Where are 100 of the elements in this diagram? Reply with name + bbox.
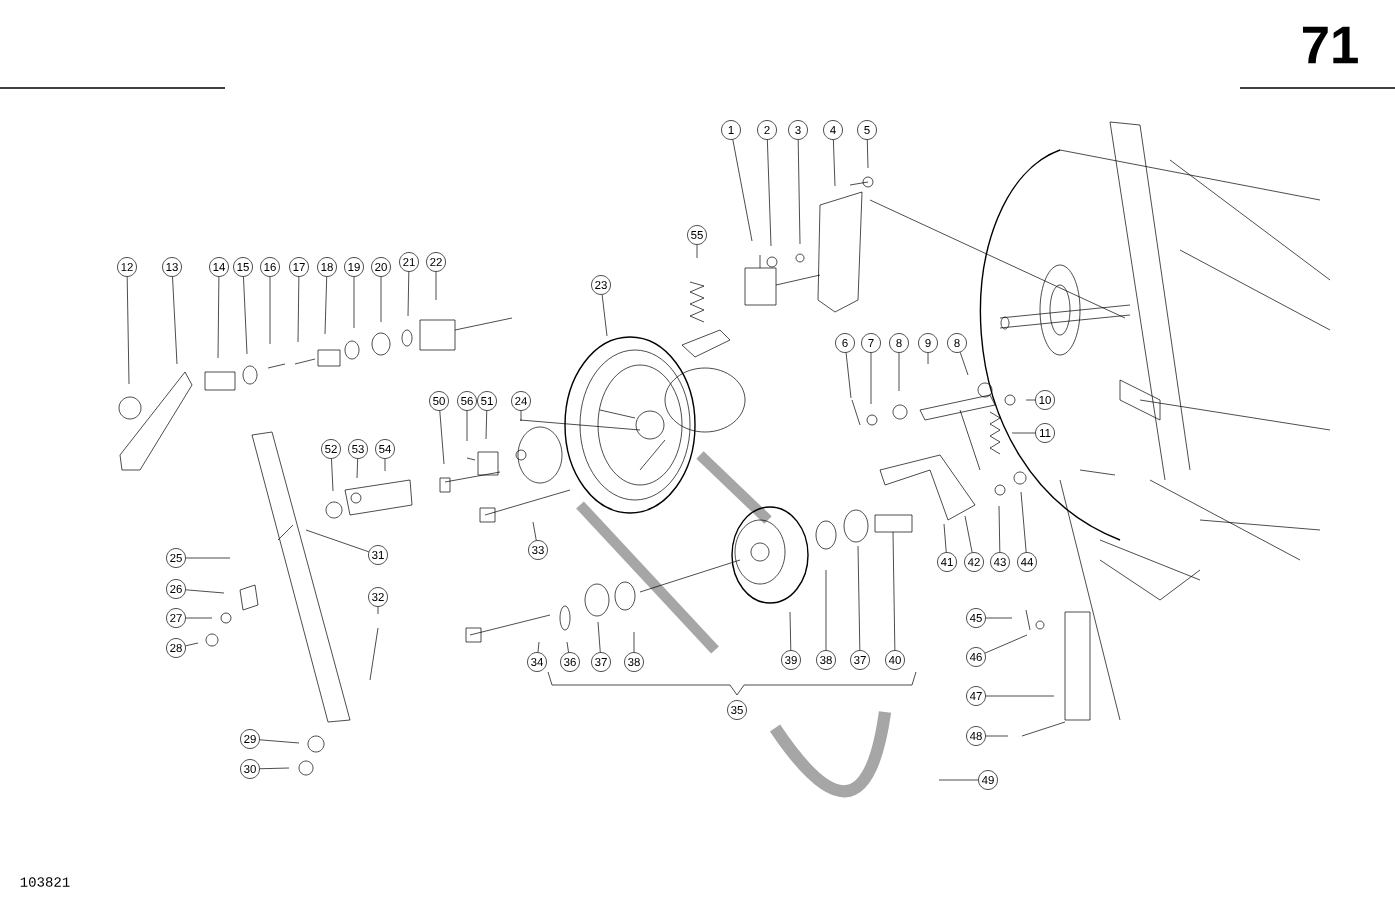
leader-line (185, 642, 199, 647)
leader-line (696, 244, 698, 259)
callout-number: 18 (317, 257, 337, 277)
callout-number: 29 (240, 729, 260, 749)
leader-line (243, 276, 248, 355)
callout-number: 33 (528, 540, 548, 560)
callout-number: 21 (399, 252, 419, 272)
callout-number: 43 (990, 552, 1010, 572)
callout-number: 34 (527, 652, 547, 672)
callout-number: 49 (978, 770, 998, 790)
callout-number: 50 (429, 391, 449, 411)
leader-line (537, 641, 540, 653)
leader-line (259, 739, 300, 744)
callout-number: 37 (850, 650, 870, 670)
callout-number: 39 (781, 650, 801, 670)
callout-number: 38 (816, 650, 836, 670)
callout-number: 41 (937, 552, 957, 572)
callout-number: 26 (166, 579, 186, 599)
callout-number: 23 (591, 275, 611, 295)
callout-number: 56 (457, 391, 477, 411)
callout-number: 51 (477, 391, 497, 411)
callout-number: 25 (166, 548, 186, 568)
leader-line (1011, 432, 1036, 434)
callout-number: 11 (1035, 423, 1055, 443)
leader-line (217, 276, 220, 359)
callout-number: 19 (344, 257, 364, 277)
callout-number: 22 (426, 252, 446, 272)
leader-line (466, 410, 468, 442)
leader-line (126, 276, 130, 385)
leader-line (943, 523, 947, 553)
callout-number: 9 (918, 333, 938, 353)
leader-line (439, 410, 445, 465)
callout-number: 44 (1017, 552, 1037, 572)
callout-number: 38 (624, 652, 644, 672)
callout-number: 31 (368, 545, 388, 565)
callout-number: 8 (889, 333, 909, 353)
drawing-number: 103821 (20, 877, 70, 887)
leader-line (833, 139, 836, 187)
leader-line (259, 767, 290, 770)
leader-line (985, 617, 1013, 619)
callout-number: 17 (289, 257, 309, 277)
callout-number: 14 (209, 257, 229, 277)
leader-line (384, 458, 386, 472)
leader-line (984, 634, 1028, 654)
leader-line (297, 276, 300, 343)
leader-line (732, 139, 753, 242)
leader-line (985, 695, 1055, 697)
leader-line (485, 410, 488, 440)
leader-line (532, 521, 537, 541)
leader-line (305, 529, 370, 553)
leader-line (789, 611, 792, 651)
leader-line (185, 617, 213, 619)
leader-line (825, 569, 827, 651)
leader-line (407, 271, 410, 317)
leader-line (331, 458, 334, 492)
callout-number: 35 (727, 700, 747, 720)
callout-number: 47 (966, 686, 986, 706)
callout-number: 52 (321, 439, 341, 459)
callout-number: 4 (823, 120, 843, 140)
callout-number: 10 (1035, 390, 1055, 410)
callout-number: 53 (348, 439, 368, 459)
callout-number: 6 (835, 333, 855, 353)
callout-number: 36 (560, 652, 580, 672)
callout-number: 1 (721, 120, 741, 140)
leader-line (866, 139, 869, 169)
callout-number: 24 (511, 391, 531, 411)
leader-line (172, 276, 178, 365)
leader-line (185, 589, 225, 594)
leader-line (269, 276, 271, 345)
leader-line (380, 276, 382, 323)
callout-number: 48 (966, 726, 986, 746)
callout-number: 27 (166, 608, 186, 628)
leader-line (597, 621, 601, 653)
callout-number: 30 (240, 759, 260, 779)
callout-number: 32 (368, 587, 388, 607)
leader-line (353, 276, 355, 329)
leader-line (601, 294, 608, 337)
leader-line (377, 606, 379, 615)
callout-number: 2 (757, 120, 777, 140)
callout-number: 7 (861, 333, 881, 353)
callout-number: 12 (117, 257, 137, 277)
callout-number: 54 (375, 439, 395, 459)
leader-line (324, 276, 328, 335)
leader-line (857, 545, 861, 651)
callout-number: 16 (260, 257, 280, 277)
callout-number: 40 (885, 650, 905, 670)
leader-line (633, 631, 635, 653)
leader-line (964, 515, 973, 553)
callout-number: 37 (591, 652, 611, 672)
leader-line (998, 505, 1001, 553)
leader-line (767, 139, 772, 247)
callout-number: 13 (162, 257, 182, 277)
leader-line (520, 410, 522, 422)
leader-line (435, 271, 437, 301)
leader-line (1025, 399, 1036, 401)
leader-line (566, 641, 569, 653)
leader-line (927, 352, 929, 365)
callout-number: 55 (687, 225, 707, 245)
leader-line (1020, 491, 1027, 553)
leader-line (845, 352, 852, 399)
